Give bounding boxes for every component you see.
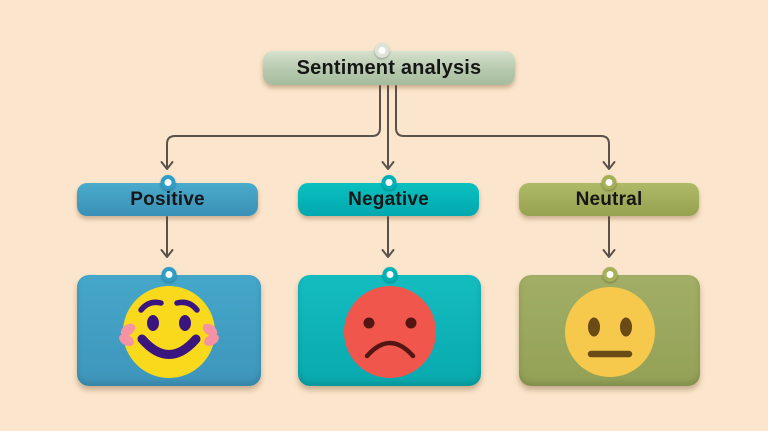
eye-left	[587, 317, 600, 337]
blush-left-petal-2	[119, 333, 134, 347]
connector-pin-positive-card	[161, 267, 177, 282]
connector-pin-neutral-card	[602, 267, 617, 282]
eye-left	[147, 315, 159, 331]
branch-node-neutral: Neutral	[519, 175, 699, 216]
arrowhead-neutral-card	[602, 249, 616, 258]
connector-pin-negative-card	[382, 267, 397, 282]
connector-pin-positive	[160, 175, 175, 190]
blush-right-petal-2	[204, 333, 219, 347]
arrowhead-negative-card	[381, 249, 395, 258]
arrowhead-negative	[381, 161, 395, 170]
arrowhead-positive	[160, 161, 174, 170]
branch-node-negative: Negative	[298, 175, 479, 216]
eye-right	[179, 315, 191, 331]
root-node-label: Sentiment analysis	[296, 56, 482, 79]
blush-left-petal-1	[120, 323, 136, 337]
arrowhead-neutral	[602, 161, 616, 170]
branch-label-positive: Positive	[130, 188, 205, 210]
neutral-face-icon	[564, 287, 655, 377]
emoji-card-positive	[77, 267, 261, 386]
happy-face-icon	[119, 286, 219, 378]
connector-pin-negative	[381, 175, 396, 190]
emoji-card-neutral	[519, 267, 700, 386]
happy-face-skin	[123, 286, 215, 378]
blush-right-petal-1	[202, 323, 218, 337]
connector-pin-root	[374, 43, 390, 58]
sad-face-skin	[343, 286, 436, 378]
sad-face-icon	[343, 286, 436, 378]
root-node-sentiment-analysis: Sentiment analysis	[263, 43, 515, 85]
eyebrow-right	[174, 299, 200, 313]
branch-label-neutral: Neutral	[575, 188, 643, 210]
connector-root-neutral	[395, 85, 610, 169]
frown-mouth	[364, 340, 415, 359]
branch-label-negative: Negative	[348, 188, 429, 210]
branch-node-positive: Positive	[77, 175, 258, 216]
arrowhead-positive-card	[160, 249, 174, 258]
emoji-card-negative	[298, 267, 481, 386]
eyebrow-left	[138, 299, 164, 313]
connector-root-positive	[166, 85, 381, 169]
eye-right	[619, 317, 632, 337]
eye-right	[405, 317, 416, 329]
smile-mouth	[137, 334, 201, 359]
eye-left	[363, 317, 374, 329]
neutral-face-skin	[564, 287, 655, 377]
connector-pin-neutral	[601, 175, 617, 190]
